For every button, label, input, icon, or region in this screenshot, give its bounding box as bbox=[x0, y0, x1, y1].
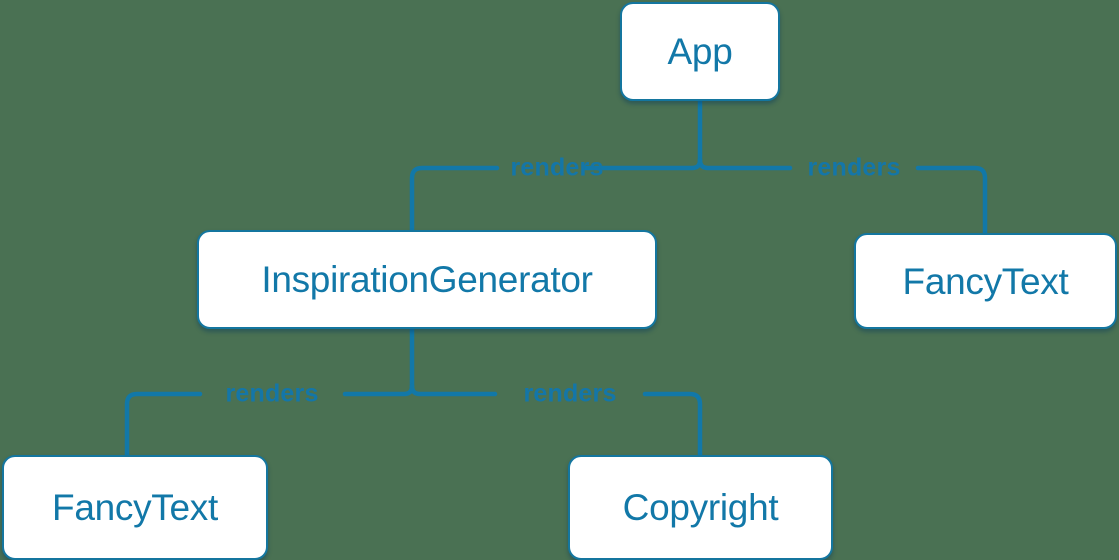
node-fancytext-left[interactable]: FancyText bbox=[2, 455, 268, 560]
node-copyright-label: Copyright bbox=[622, 487, 779, 528]
edge-label-inspirationgenerator-to-copyright: renders bbox=[523, 379, 617, 408]
node-fancytext-right-label: FancyText bbox=[902, 260, 1069, 302]
node-inspirationgenerator[interactable]: InspirationGenerator bbox=[197, 230, 657, 329]
node-app[interactable]: App bbox=[620, 2, 780, 101]
edge-app-to-inspirationgenerator bbox=[409, 165, 500, 234]
edge-label-inspirationgenerator-to-fancytext-left: renders bbox=[225, 379, 319, 408]
edge-label-app-to-inspirationgenerator: renders bbox=[510, 153, 604, 182]
edge-inspirationgenerator-to-fancytext-left bbox=[124, 391, 203, 459]
edge-app-fork-right bbox=[697, 157, 793, 171]
edge-label-app-to-fancytext-right: renders bbox=[807, 153, 901, 182]
edge-app-to-fancytext-right bbox=[915, 165, 988, 237]
edge-inspgen-fork-right bbox=[409, 383, 498, 397]
edge-inspgen-fork-left bbox=[342, 383, 415, 397]
node-app-label: App bbox=[667, 31, 733, 72]
node-inspirationgenerator-label: InspirationGenerator bbox=[261, 259, 593, 300]
node-fancytext-left-label: FancyText bbox=[52, 487, 218, 528]
node-fancytext-right[interactable]: FancyText bbox=[854, 233, 1117, 329]
node-copyright[interactable]: Copyright bbox=[568, 455, 833, 560]
edge-inspirationgenerator-to-copyright bbox=[642, 391, 703, 459]
